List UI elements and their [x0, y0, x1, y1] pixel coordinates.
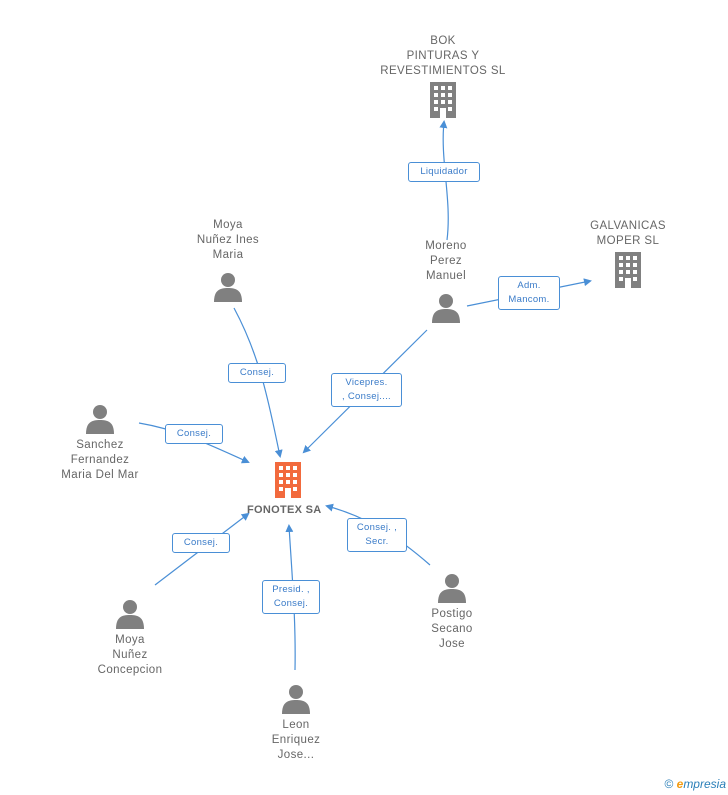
person-label: Sanchez Fernandez Maria Del Mar [61, 439, 139, 481]
brand-name: mpresia [683, 777, 726, 791]
footer-brand: © empresia [664, 777, 726, 791]
copyright-icon: © [664, 777, 674, 791]
person-label: Moreno Perez Manuel [425, 240, 467, 282]
person-icon [116, 600, 144, 629]
company-node-galvanicas[interactable]: GALVANICAS MOPER SL [572, 219, 684, 288]
company-label: BOK PINTURAS Y REVESTIMIENTOS SL [380, 35, 506, 77]
building-icon [430, 82, 456, 118]
person-node-leon[interactable]: Leon Enriquez Jose... [250, 684, 342, 763]
person-icon [86, 405, 114, 434]
person-node-sanchez[interactable]: Sanchez Fernandez Maria Del Mar [46, 404, 154, 483]
person-label: Moya Nuñez Concepcion [97, 634, 163, 676]
person-node-postigo[interactable]: Postigo Secano Jose [406, 573, 498, 652]
relation-label-consej-ines[interactable]: Consej. [228, 363, 286, 383]
person-icon [214, 273, 242, 302]
brand-e: e [676, 777, 684, 791]
center-company-name[interactable]: FONOTEX SA [247, 504, 322, 516]
relation-label-vicepres[interactable]: Vicepres. , Consej.... [331, 373, 402, 407]
person-node-moreno[interactable]: Moreno Perez Manuel [400, 239, 492, 323]
relation-label-consej-secr[interactable]: Consej. , Secr. [347, 518, 407, 552]
building-icon [615, 252, 641, 288]
relation-label-presid[interactable]: Presid. , Consej. [262, 580, 320, 614]
company-node-bok[interactable]: BOK PINTURAS Y REVESTIMIENTOS SL [372, 34, 514, 118]
relation-label-adm[interactable]: Adm. Mancom. [498, 276, 560, 310]
person-icon [432, 294, 460, 323]
person-node-moya-nunez-ines[interactable]: Moya Nuñez Ines Maria [180, 218, 276, 302]
person-label: Moya Nuñez Ines Maria [196, 219, 260, 261]
person-label: Leon Enriquez Jose... [271, 719, 321, 761]
person-icon [438, 574, 466, 603]
person-icon [282, 685, 310, 714]
person-label: Postigo Secano Jose [431, 608, 473, 650]
center-building-icon[interactable] [273, 462, 303, 498]
edge-ines-center [233, 307, 283, 458]
relation-label-liquidador[interactable]: Liquidador [408, 162, 480, 182]
relation-label-consej-sanchez[interactable]: Consej. [165, 424, 223, 444]
person-node-moya-concepcion[interactable]: Moya Nuñez Concepcion [80, 599, 180, 678]
company-label: GALVANICAS MOPER SL [590, 220, 666, 247]
relation-label-consej-concepcion[interactable]: Consej. [172, 533, 230, 553]
